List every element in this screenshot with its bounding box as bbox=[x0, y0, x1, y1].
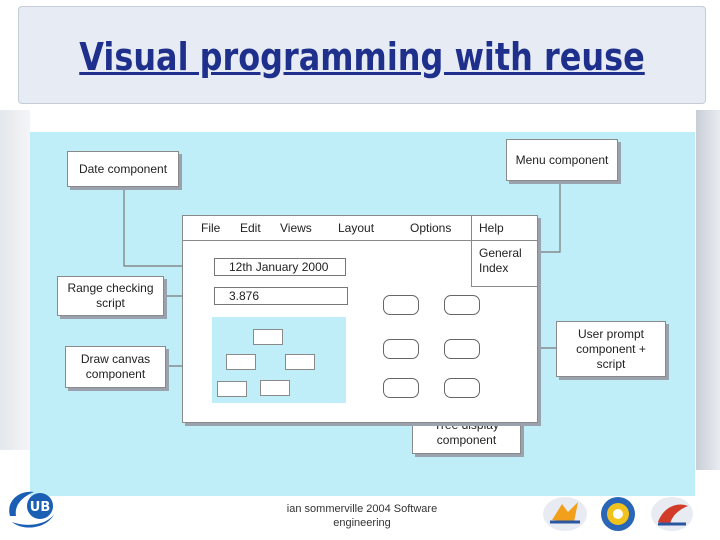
logo-2-icon bbox=[543, 497, 587, 531]
prompt-button[interactable] bbox=[383, 378, 419, 398]
menu-bar: File Edit Views Layout Options Help bbox=[183, 216, 537, 241]
help-dropdown-bottom bbox=[471, 286, 538, 287]
draw-canvas-component-box: Draw canvas component bbox=[65, 346, 166, 388]
background-strip-left bbox=[0, 110, 30, 450]
tree-node bbox=[285, 354, 315, 370]
prompt-button[interactable] bbox=[444, 339, 480, 359]
logo-3-icon bbox=[601, 497, 635, 531]
menu-item-views[interactable]: Views bbox=[280, 221, 312, 235]
logo-4-icon bbox=[651, 497, 693, 531]
menu-item-layout[interactable]: Layout bbox=[338, 221, 375, 235]
range-checking-script-box: Range checking script bbox=[57, 276, 164, 316]
menu-item-options[interactable]: Options bbox=[410, 221, 452, 235]
menu-item-edit[interactable]: Edit bbox=[240, 221, 261, 235]
slide-title: Visual programming with reuse bbox=[79, 35, 645, 79]
svg-text:UB: UB bbox=[30, 500, 50, 515]
help-dropdown-items[interactable]: General Index bbox=[479, 246, 522, 275]
prompt-button[interactable] bbox=[383, 339, 419, 359]
background-strip-right bbox=[696, 110, 720, 470]
tree-node bbox=[260, 380, 290, 396]
menu-item-file[interactable]: File bbox=[201, 221, 221, 235]
tree-node bbox=[226, 354, 256, 370]
ub-logo-icon: UB bbox=[9, 491, 54, 528]
menu-item-help[interactable]: Help bbox=[479, 221, 504, 235]
date-component-box: Date component bbox=[67, 151, 179, 187]
help-dropdown-border bbox=[471, 216, 472, 286]
prompt-button[interactable] bbox=[383, 295, 419, 315]
tree-node bbox=[217, 381, 247, 397]
footer-text: ian sommerville 2004 Software engineerin… bbox=[286, 503, 438, 529]
prompt-button[interactable] bbox=[444, 378, 480, 398]
menu-component-box: Menu component bbox=[506, 139, 618, 181]
date-field[interactable]: 12th January 2000 bbox=[214, 258, 346, 276]
title-bar: Visual programming with reuse bbox=[18, 6, 706, 104]
number-field[interactable]: 3.876 bbox=[214, 287, 348, 305]
user-prompt-component-box: User prompt component + script bbox=[556, 321, 666, 377]
prompt-button[interactable] bbox=[444, 295, 480, 315]
tree-node bbox=[253, 329, 283, 345]
drawing-canvas bbox=[212, 317, 346, 403]
